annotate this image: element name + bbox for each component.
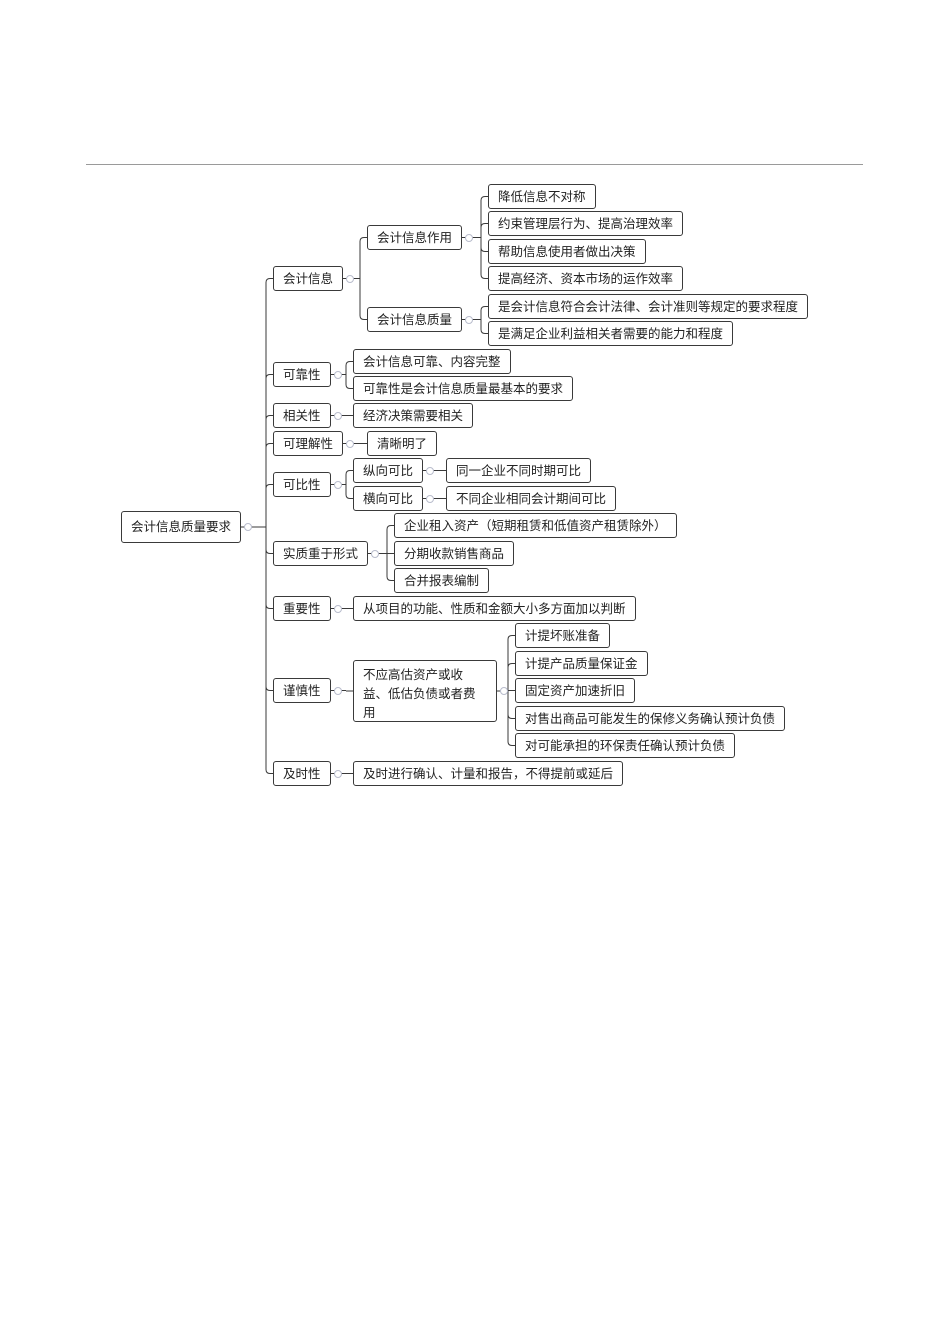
leaf-node[interactable]: 不同企业相同会计期间可比 [446, 486, 617, 511]
connector [265, 443, 273, 527]
connector [507, 635, 515, 691]
collapse-toggle-icon[interactable] [465, 233, 473, 242]
leaf-node[interactable]: 帮助信息使用者做出决策 [488, 239, 646, 264]
connector [507, 691, 515, 746]
connector [386, 525, 394, 554]
subtopic-info-function[interactable]: 会计信息作用 [367, 225, 463, 250]
collapse-toggle-icon[interactable] [346, 274, 354, 283]
topic-substance-over-form[interactable]: 实质重于形式 [273, 541, 369, 566]
leaf-node[interactable]: 是会计信息符合会计法律、会计准则等规定的要求程度 [488, 294, 809, 319]
collapse-toggle-icon[interactable] [334, 480, 342, 489]
leaf-node[interactable]: 对可能承担的环保责任确认预计负债 [515, 733, 736, 758]
topic-relevance[interactable]: 相关性 [273, 403, 331, 428]
connector [386, 553, 394, 581]
connector [345, 484, 353, 499]
collapse-toggle-icon[interactable] [334, 370, 342, 379]
collapse-toggle-icon[interactable] [500, 687, 508, 695]
connector [480, 196, 488, 238]
connector [345, 470, 353, 485]
connector [507, 691, 515, 719]
collapse-toggle-icon[interactable] [426, 466, 434, 475]
leaf-node[interactable]: 清晰明了 [367, 431, 438, 456]
subtopic-prudence-desc[interactable]: 不应高估资产或收益、低估负债或者费用 [353, 660, 497, 722]
leaf-node[interactable]: 及时进行确认、计量和报告，不得提前或延后 [353, 761, 624, 786]
leaf-node[interactable]: 经济决策需要相关 [353, 403, 474, 428]
leaf-node[interactable]: 从项目的功能、性质和金额大小多方面加以判断 [353, 596, 636, 621]
connector [265, 527, 273, 554]
leaf-node[interactable]: 可靠性是会计信息质量最基本的要求 [353, 376, 574, 401]
leaf-node[interactable]: 计提产品质量保证金 [515, 651, 648, 676]
leaf-node[interactable]: 对售出商品可能发生的保修义务确认预计负债 [515, 706, 786, 731]
topic-timeliness[interactable]: 及时性 [273, 761, 331, 786]
connector [480, 306, 488, 320]
leaf-node[interactable]: 是满足企业利益相关者需要的能力和程度 [488, 321, 734, 346]
connector [265, 484, 273, 527]
connector [265, 527, 273, 774]
connector [480, 237, 488, 279]
collapse-toggle-icon[interactable] [371, 549, 379, 558]
leaf-node[interactable]: 会计信息可靠、内容完整 [353, 349, 511, 374]
collapse-toggle-icon[interactable] [334, 769, 342, 778]
connector [265, 415, 273, 527]
leaf-node[interactable]: 企业租入资产（短期租赁和低值资产租赁除外） [394, 513, 677, 538]
topic-comparability[interactable]: 可比性 [273, 472, 331, 497]
leaf-node[interactable]: 分期收款销售商品 [394, 541, 515, 566]
connector [480, 319, 488, 334]
topic-reliability[interactable]: 可靠性 [273, 362, 331, 387]
connector [480, 237, 488, 252]
leaf-node[interactable]: 计提坏账准备 [515, 623, 611, 648]
topic-understandability[interactable]: 可理解性 [273, 431, 344, 456]
connector [265, 527, 273, 609]
collapse-toggle-icon[interactable] [426, 494, 434, 503]
collapse-toggle-icon[interactable] [346, 439, 354, 448]
connector [507, 663, 515, 691]
connector [345, 361, 353, 375]
collapse-toggle-icon[interactable] [334, 686, 342, 695]
topic-accounting-info[interactable]: 会计信息 [273, 266, 344, 291]
topic-materiality[interactable]: 重要性 [273, 596, 331, 621]
leaf-node[interactable]: 约束管理层行为、提高治理效率 [488, 211, 684, 236]
collapse-toggle-icon[interactable] [465, 315, 473, 324]
leaf-node[interactable]: 固定资产加速折旧 [515, 678, 636, 703]
topic-prudence[interactable]: 谨慎性 [273, 678, 331, 703]
root-node[interactable]: 会计信息质量要求 [121, 511, 242, 543]
leaf-node[interactable]: 合并报表编制 [394, 568, 490, 593]
collapse-toggle-icon[interactable] [334, 604, 342, 613]
subtopic-horizontal[interactable]: 横向可比 [353, 486, 424, 511]
connector [480, 223, 488, 238]
subtopic-info-quality[interactable]: 会计信息质量 [367, 307, 463, 332]
collapse-toggle-icon[interactable] [244, 523, 252, 531]
leaf-node[interactable]: 提高经济、资本市场的运作效率 [488, 266, 684, 291]
top-divider [86, 164, 863, 165]
connector [265, 374, 273, 527]
leaf-node[interactable]: 降低信息不对称 [488, 184, 596, 209]
leaf-node[interactable]: 同一企业不同时期可比 [446, 458, 592, 483]
subtopic-vertical[interactable]: 纵向可比 [353, 458, 424, 483]
connector [359, 278, 367, 320]
connector [345, 374, 353, 389]
connector [265, 278, 273, 527]
collapse-toggle-icon[interactable] [334, 411, 342, 420]
connector [359, 237, 367, 279]
